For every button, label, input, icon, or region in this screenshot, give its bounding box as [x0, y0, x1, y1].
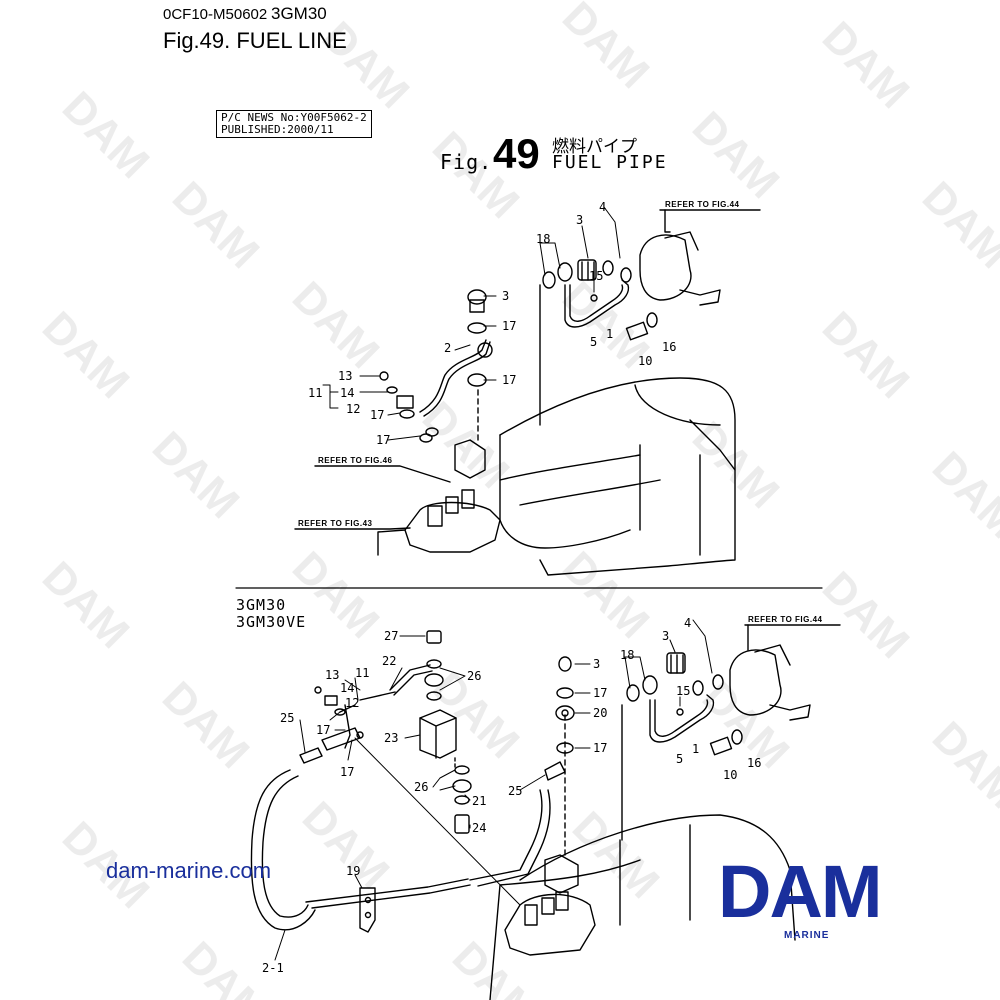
figure-number: 49 — [493, 130, 540, 177]
ref-label-fig44-top: REFER TO FIG.44 — [665, 200, 740, 209]
part-number: 2-1 — [262, 961, 284, 975]
ref-leaders-top — [294, 209, 761, 530]
part-number: 18 — [620, 648, 634, 662]
fuel-pipe-2-top — [379, 289, 493, 443]
part-number: 4 — [599, 200, 606, 214]
dam-logo: DAM — [718, 850, 883, 933]
feed-pump-bottom — [621, 624, 811, 841]
part-number: 18 — [536, 232, 550, 246]
dam-logo-subtitle: MARINE — [784, 930, 830, 941]
feed-pump-top — [539, 209, 721, 426]
part-number: 17 — [502, 319, 516, 333]
part-number: 27 — [384, 629, 398, 643]
part-number: 16 — [662, 340, 676, 354]
part-number: 26 — [467, 669, 481, 683]
part-number: 5 — [590, 335, 597, 349]
fuel-filter-assembly — [339, 630, 472, 834]
part-number: 10 — [638, 354, 652, 368]
ref-label-fig46: REFER TO FIG.46 — [318, 456, 393, 465]
part-number: 17 — [370, 408, 384, 422]
part-number: 16 — [747, 756, 761, 770]
section-model: 3GM30 — [236, 596, 287, 614]
part-number: 20 — [593, 706, 607, 720]
part-number: 15 — [589, 269, 603, 283]
part-number: 24 — [472, 821, 486, 835]
part-number: 13 — [338, 369, 352, 383]
injection-pump-top — [377, 439, 501, 556]
website-link[interactable]: dam-marine.com — [106, 858, 272, 883]
part-number: 2 — [444, 341, 451, 355]
part-number: 3 — [662, 629, 669, 643]
part-number: 17 — [593, 741, 607, 755]
part-number: 13 — [325, 668, 339, 682]
engine-model: 3GM30 — [271, 4, 327, 23]
part-number: 17 — [316, 723, 330, 737]
section-model-list: 3GM30 3GM30VE — [236, 597, 306, 631]
bracket-19 — [359, 887, 376, 933]
part-number: 3 — [593, 657, 600, 671]
part-number: 26 — [414, 780, 428, 794]
section-model: 3GM30VE — [236, 613, 307, 631]
part-leaders-bottom — [274, 619, 713, 961]
part-number: 11 — [355, 666, 369, 680]
ref-label-fig43: REFER TO FIG.43 — [298, 519, 373, 528]
part-number: 15 — [676, 684, 690, 698]
document-code: 0CF10-M50602 — [163, 6, 268, 23]
part-number: 25 — [280, 711, 294, 725]
part-number: 5 — [676, 752, 683, 766]
part-number: 3 — [576, 213, 583, 227]
part-number: 17 — [340, 765, 354, 779]
part-number: 17 — [502, 373, 516, 387]
part-number: 14 — [340, 681, 354, 695]
news-published: PUBLISHED:2000/11 — [221, 123, 334, 136]
part-number: 10 — [723, 768, 737, 782]
part-number: 1 — [606, 327, 613, 341]
news-number: P/C NEWS No:Y00F5062-2 — [221, 111, 367, 124]
figure-name-japanese: 燃料パイプ — [552, 137, 637, 157]
part-number: 4 — [684, 616, 691, 630]
part-number: 12 — [345, 696, 359, 710]
part-number: 17 — [376, 433, 390, 447]
part-number: 3 — [502, 289, 509, 303]
part-number: 19 — [346, 864, 360, 878]
engine-block-top — [499, 377, 736, 576]
part-number: 11 — [308, 386, 322, 400]
news-box: P/C NEWS No:Y00F5062-2 PUBLISHED:2000/11 — [216, 110, 372, 138]
part-number: 14 — [340, 386, 354, 400]
ref-label-fig44-bottom: REFER TO FIG.44 — [748, 615, 823, 624]
part-number: 23 — [384, 731, 398, 745]
figure-name-english: FUEL PIPE — [552, 152, 668, 173]
injection-pump-bottom — [504, 714, 596, 956]
hose-clamp-fittings-bottom — [299, 656, 575, 906]
part-number: 21 — [472, 794, 486, 808]
return-hose — [250, 769, 551, 931]
part-number: 25 — [508, 784, 522, 798]
part-number: 12 — [346, 402, 360, 416]
part-number: 1 — [692, 742, 699, 756]
part-leaders-top — [322, 206, 621, 441]
page-title: Fig.49. FUEL LINE — [163, 28, 347, 53]
part-number: 17 — [593, 686, 607, 700]
figure-label: Fig. — [440, 150, 493, 174]
part-number: 22 — [382, 654, 396, 668]
